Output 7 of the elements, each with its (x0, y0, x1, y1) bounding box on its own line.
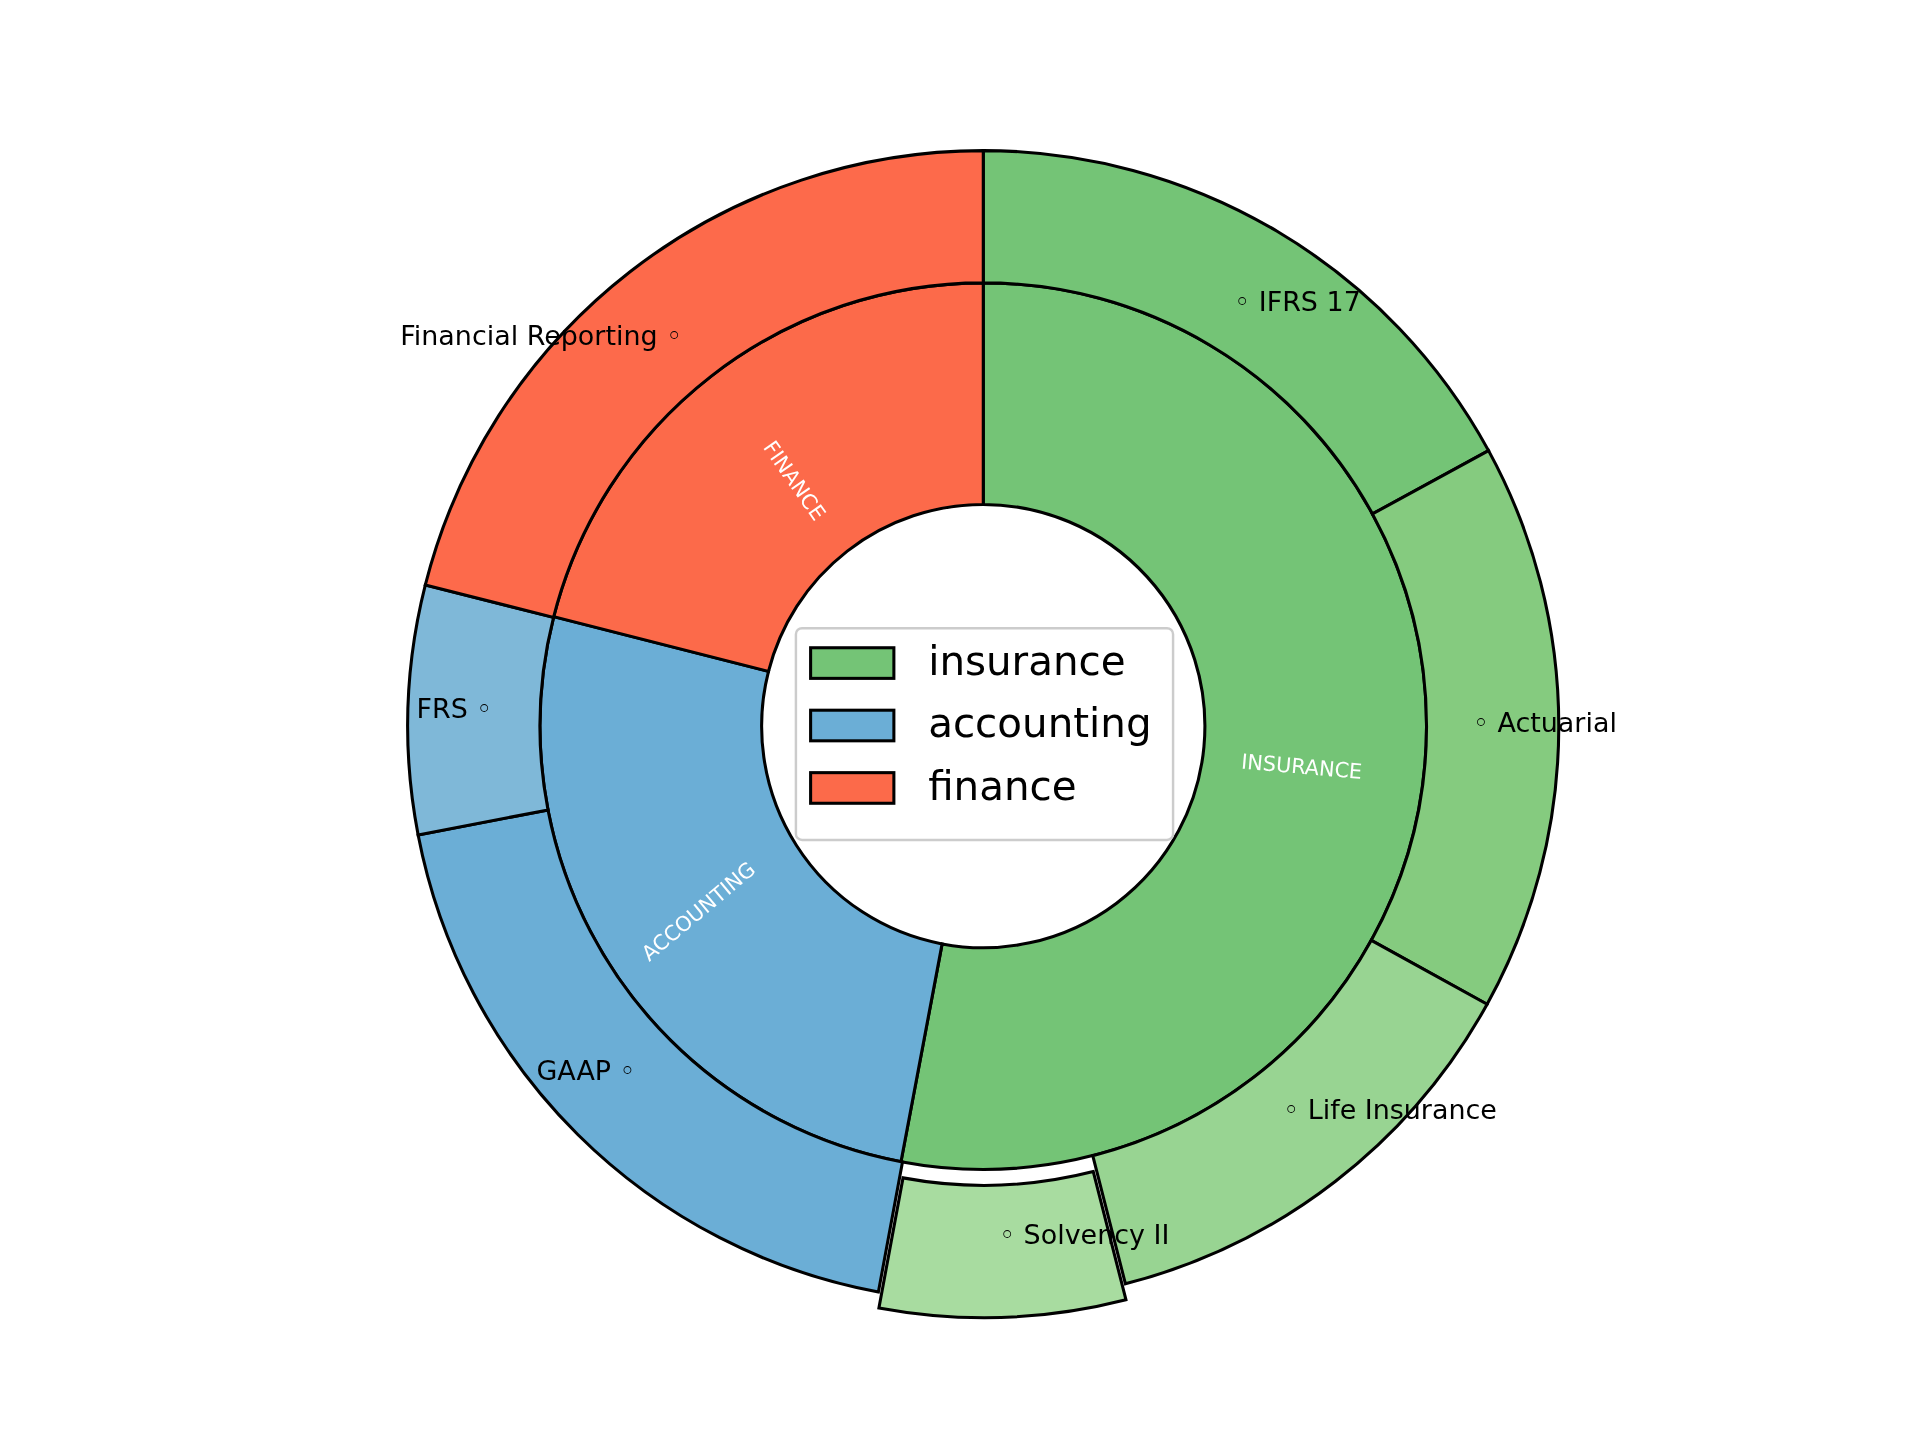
legend-label: insurance (928, 636, 1126, 685)
category-label: FRS ◦ (416, 692, 493, 724)
category-label: GAAP ◦ (536, 1055, 636, 1087)
legend-label: accounting (928, 699, 1152, 748)
segment-label: INSURANCE (1240, 749, 1364, 784)
category-label: ◦ IFRS 17 (1234, 286, 1361, 318)
legend-label: finance (928, 761, 1077, 810)
